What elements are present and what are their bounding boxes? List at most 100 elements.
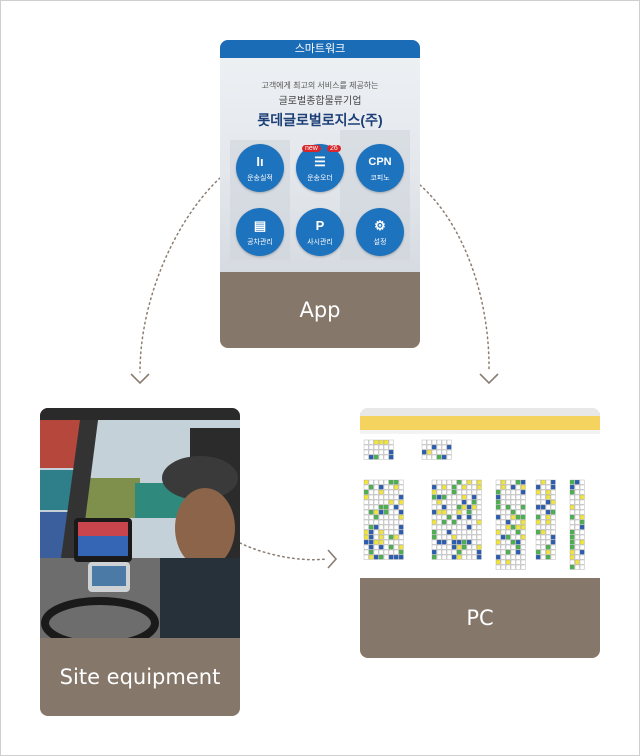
parking-icon: P bbox=[315, 218, 325, 233]
yard-slot-cell bbox=[471, 554, 477, 560]
yard-slot-cell bbox=[383, 504, 389, 510]
chart-icon: Ιı bbox=[256, 154, 264, 169]
yard-slot-cell bbox=[515, 559, 521, 565]
yard-slot-cell bbox=[363, 544, 369, 550]
yard-slot-cell bbox=[363, 539, 369, 545]
yard-slot-cell bbox=[520, 519, 526, 525]
yard-slot-cell bbox=[368, 479, 374, 485]
yard-slot-cell bbox=[569, 539, 575, 545]
yard-slot-cell bbox=[540, 494, 546, 500]
yard-slot-cell bbox=[446, 524, 452, 530]
yard-slot-cell bbox=[510, 484, 516, 490]
yard-slot-cell bbox=[515, 524, 521, 530]
yard-slot-cell bbox=[495, 524, 501, 530]
yard-slot-cell bbox=[368, 519, 374, 525]
yard-slot-cell bbox=[466, 509, 472, 515]
yard-slot-cell bbox=[476, 549, 482, 555]
yard-slot-cell bbox=[388, 454, 394, 460]
yard-slot-cell bbox=[383, 454, 389, 460]
yard-slot-cell bbox=[368, 514, 374, 520]
yard-slot-cell bbox=[540, 519, 546, 525]
yard-slot-cell bbox=[545, 494, 551, 500]
yard-slot-cell bbox=[368, 544, 374, 550]
yard-slot-cell bbox=[388, 509, 394, 515]
yard-slot-cell bbox=[510, 549, 516, 555]
document-icon: ☰ bbox=[314, 154, 326, 169]
yard-slot-cell bbox=[466, 539, 472, 545]
site-equipment-label: Site equipment bbox=[59, 665, 221, 689]
yard-slot-cell bbox=[574, 534, 580, 540]
yard-slot-cell bbox=[446, 439, 452, 445]
yard-slot-cell bbox=[388, 449, 394, 455]
yard-slot-cell bbox=[368, 524, 374, 530]
app-button-label: 운송실적 bbox=[247, 175, 273, 182]
yard-slot-cell bbox=[363, 554, 369, 560]
yard-slot-cell bbox=[515, 549, 521, 555]
app-button-settings[interactable]: ⚙ 설정 bbox=[356, 208, 404, 256]
yard-slot-cell bbox=[373, 479, 379, 485]
app-button-chassis[interactable]: P 사시관리 bbox=[296, 208, 344, 256]
app-button-copino[interactable]: CPN 코피노 bbox=[356, 144, 404, 192]
yard-slot-cell bbox=[378, 489, 384, 495]
yard-slot-cell bbox=[500, 559, 506, 565]
yard-slot-cell bbox=[471, 529, 477, 535]
yard-slot-cell bbox=[505, 504, 511, 510]
yard-slot-cell bbox=[500, 484, 506, 490]
yard-slot-cell bbox=[476, 524, 482, 530]
yard-slot-cell bbox=[495, 499, 501, 505]
yard-slot-cell bbox=[393, 504, 399, 510]
yard-slot-cell bbox=[471, 494, 477, 500]
yard-slot-cell bbox=[476, 534, 482, 540]
yard-slot-cell bbox=[436, 549, 442, 555]
yard-slot-cell bbox=[476, 489, 482, 495]
app-button-transport-order[interactable]: ☰ 운송오더 bbox=[296, 144, 344, 192]
yard-slot-cell bbox=[520, 554, 526, 560]
yard-slot-cell bbox=[545, 514, 551, 520]
app-title-bar: 스마트워크 bbox=[220, 40, 420, 58]
yard-slot-cell bbox=[363, 524, 369, 530]
yard-slot-cell bbox=[500, 564, 506, 570]
yard-slot-cell bbox=[461, 524, 467, 530]
app-card: 스마트워크 고객에게 최고의 서비스를 제공하는 글로벌종합물류기업 롯데글로벌… bbox=[220, 40, 420, 348]
yard-slot-cell bbox=[569, 479, 575, 485]
yard-slot-cell bbox=[451, 534, 457, 540]
yard-slot-cell bbox=[456, 484, 462, 490]
yard-slot-cell bbox=[451, 489, 457, 495]
app-button-empty-car[interactable]: ▤ 공차관리 bbox=[236, 208, 284, 256]
yard-slot-cell bbox=[436, 539, 442, 545]
yard-slot-cell bbox=[383, 514, 389, 520]
arrow-app-to-site bbox=[139, 177, 221, 373]
yard-slot-cell bbox=[441, 479, 447, 485]
yard-slot-cell bbox=[431, 529, 437, 535]
yard-slot-cell bbox=[441, 444, 447, 450]
yard-slot-cell bbox=[540, 484, 546, 490]
yard-slot-cell bbox=[574, 479, 580, 485]
yard-slot-cell bbox=[495, 539, 501, 545]
yard-slot-cell bbox=[510, 524, 516, 530]
yard-slot-cell bbox=[398, 544, 404, 550]
yard-slot-cell bbox=[545, 554, 551, 560]
yard-slot-cell bbox=[446, 519, 452, 525]
yard-slot-cell bbox=[510, 499, 516, 505]
yard-slot-cell bbox=[579, 484, 585, 490]
yard-slot-cell bbox=[476, 519, 482, 525]
app-button-transport-results[interactable]: Ιı 운송실적 bbox=[236, 144, 284, 192]
yard-slot-cell bbox=[550, 514, 556, 520]
yard-slot-cell bbox=[398, 529, 404, 535]
yard-slot-cell bbox=[505, 514, 511, 520]
yard-slot-cell bbox=[398, 509, 404, 515]
yard-slot-cell bbox=[383, 494, 389, 500]
yard-slot-cell bbox=[431, 534, 437, 540]
yard-slot-cell bbox=[495, 484, 501, 490]
yard-slot-cell bbox=[495, 519, 501, 525]
yard-slot-cell bbox=[393, 484, 399, 490]
app-button-label: 공차관리 bbox=[247, 239, 273, 246]
yard-slot-cell bbox=[446, 544, 452, 550]
yard-slot-cell bbox=[466, 484, 472, 490]
yard-slot-cell bbox=[500, 519, 506, 525]
app-button-label: 운송오더 bbox=[307, 175, 333, 182]
yard-slot-cell bbox=[476, 504, 482, 510]
yard-slot-cell bbox=[505, 524, 511, 530]
yard-slot-cell bbox=[495, 489, 501, 495]
yard-slot-cell bbox=[451, 484, 457, 490]
